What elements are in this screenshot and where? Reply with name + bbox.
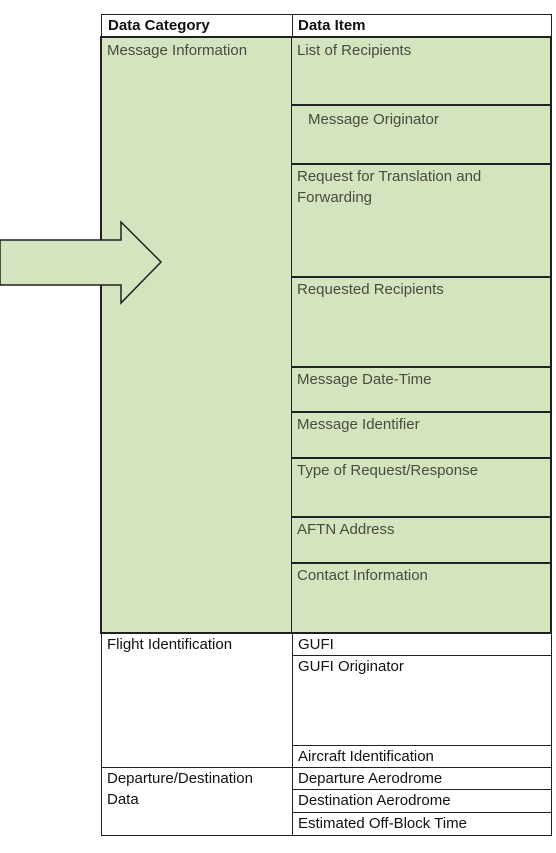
header-category-label: Data Category [108,17,210,34]
item-label: GUFI [298,636,334,653]
item-label: Message Identifier [297,416,420,433]
item-label: AFTN Address [297,521,395,538]
item-label: List of Recipients [297,42,412,59]
item-label: Destination Aerodrome [298,792,451,809]
item-label: Message Date-Time [297,371,432,388]
item-cell: Request for Translation and Forwarding [292,165,550,278]
departure-destination-category-cell: Departure/Destination Data [101,767,293,836]
right-arrow-shape [0,220,163,305]
item-cell: Type of Request/Response [292,459,550,518]
item-cell: Contact Information [292,564,550,632]
item-cell: Estimated Off-Block Time [292,812,552,836]
item-label: Message Originator [308,111,439,128]
item-label: Requested Recipients [297,281,444,298]
item-label: Aircraft Identification [298,748,434,765]
item-label: Contact Information [297,567,428,584]
item-cell: Message Date-Time [292,368,550,413]
item-cell: Requested Recipients [292,278,550,368]
item-cell: AFTN Address [292,518,550,564]
item-label: GUFI Originator [298,658,404,675]
flight-identification-category-label: Flight Identification [107,636,233,653]
item-cell: Message Originator [292,106,550,165]
message-information-category-label: Message Information [107,42,248,59]
header-item-label: Data Item [298,17,366,34]
item-cell: List of Recipients [292,38,550,106]
departure-destination-category-label: Departure/Destination Data [107,770,253,808]
item-cell: Message Identifier [292,413,550,459]
item-label: Estimated Off-Block Time [298,815,467,832]
item-label: Request for Translation and Forwarding [297,168,482,206]
item-cell: Destination Aerodrome [292,789,552,813]
item-label: Departure Aerodrome [298,770,443,787]
message-information-category-cell: Message Information [102,38,293,632]
item-label: Type of Request/Response [297,462,478,479]
